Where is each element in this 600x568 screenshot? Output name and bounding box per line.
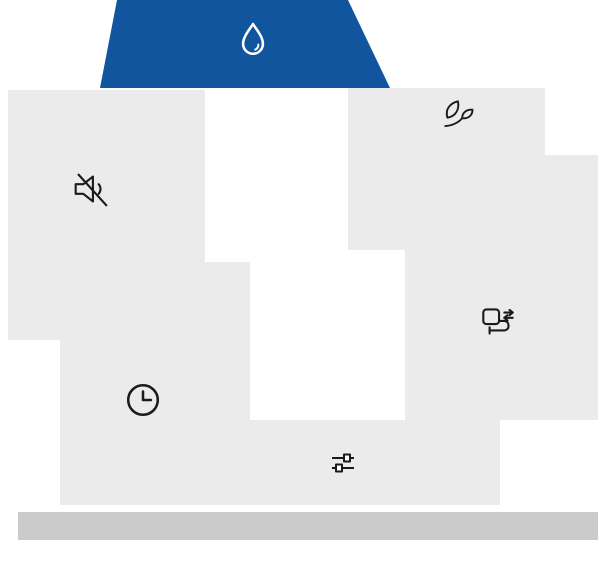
base-bar bbox=[18, 512, 598, 540]
hose-connection-icon bbox=[482, 308, 514, 335]
speaker-muted-icon bbox=[74, 173, 108, 207]
water-drop-icon bbox=[241, 22, 265, 56]
connection-tile[interactable] bbox=[405, 155, 598, 420]
leaf-icon bbox=[444, 100, 474, 128]
sliders-icon bbox=[332, 453, 354, 473]
clock-icon bbox=[126, 383, 160, 417]
settings-tile[interactable] bbox=[205, 420, 500, 505]
water-tile[interactable] bbox=[100, 0, 390, 88]
